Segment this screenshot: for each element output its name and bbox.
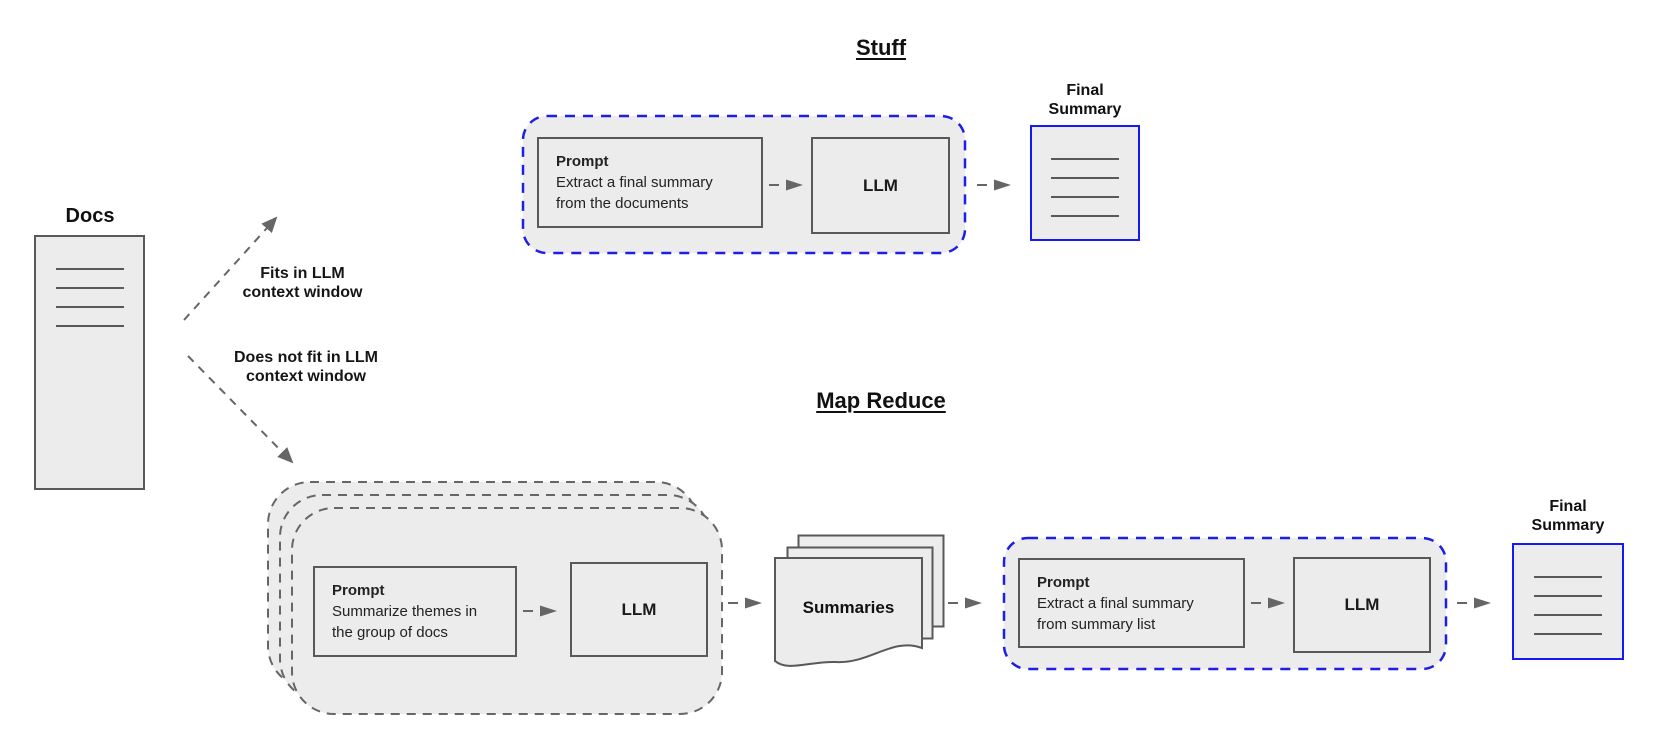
flow-arrow-icon bbox=[523, 605, 557, 617]
reduce-prompt-line2: from summary list bbox=[1037, 615, 1156, 633]
document-line bbox=[1051, 177, 1119, 179]
document-line bbox=[1534, 633, 1602, 635]
map-prompt-line2: the group of docs bbox=[332, 624, 448, 641]
map-llm-box: LLM bbox=[570, 562, 708, 657]
flow-arrow-icon bbox=[728, 597, 762, 609]
summaries-label: Summaries bbox=[775, 558, 922, 658]
flow-arrow-icon bbox=[1251, 597, 1285, 609]
map-llm-label: LLM bbox=[621, 599, 657, 619]
stuff-prompt-heading: Prompt bbox=[556, 153, 609, 170]
branch-arrow-fits-icon bbox=[183, 216, 278, 321]
map-final-summary-label-line2: Summary bbox=[1531, 517, 1605, 534]
summaries-label-text: Summaries bbox=[802, 598, 895, 617]
branch-label-fits-line2: context window bbox=[242, 284, 363, 301]
document-line bbox=[1534, 614, 1602, 616]
branch-label-does-not-fit-line1: Does not fit in LLM bbox=[234, 349, 378, 366]
map-prompt-box: Prompt Summarize themes in the group of … bbox=[313, 566, 517, 657]
document-line bbox=[55, 306, 124, 308]
stuff-prompt-line2: from the documents bbox=[556, 195, 689, 212]
reduce-prompt-line1: Extract a final summary bbox=[1037, 594, 1194, 612]
reduce-prompt-box: Prompt Extract a final summary from summ… bbox=[1018, 558, 1245, 648]
reduce-llm-box: LLM bbox=[1293, 557, 1431, 653]
stuff-title: Stuff bbox=[855, 35, 907, 60]
map-final-summary-label: Final Summary bbox=[1512, 497, 1624, 535]
docs-document bbox=[34, 235, 145, 490]
document-line bbox=[1051, 215, 1119, 217]
map-prompt-line1: Summarize themes in bbox=[332, 603, 478, 620]
flow-arrow-icon bbox=[1457, 597, 1491, 609]
document-line bbox=[55, 287, 124, 289]
branch-label-fits: Fits in LLM context window bbox=[225, 264, 380, 302]
stuff-llm-label: LLM bbox=[863, 175, 898, 195]
reduce-llm-label: LLM bbox=[1344, 595, 1380, 614]
stuff-final-summary-label: Final Summary bbox=[1030, 81, 1140, 119]
document-line bbox=[55, 268, 124, 270]
document-line bbox=[1534, 576, 1602, 578]
document-line bbox=[55, 325, 124, 327]
map-reduce-title: Map Reduce bbox=[816, 388, 946, 413]
stuff-llm-box: LLM bbox=[811, 137, 950, 234]
stuff-final-summary-document bbox=[1030, 125, 1140, 241]
document-line bbox=[1051, 158, 1119, 160]
branch-label-fits-line1: Fits in LLM bbox=[260, 265, 345, 282]
stuff-prompt-line1: Extract a final summary bbox=[556, 174, 713, 191]
stuff-final-summary-label-line1: Final bbox=[1066, 82, 1104, 99]
docs-label: Docs bbox=[65, 205, 115, 227]
map-final-summary-document bbox=[1512, 543, 1624, 660]
map-prompt-heading: Prompt bbox=[332, 582, 385, 599]
map-final-summary-label-line1: Final bbox=[1549, 498, 1587, 515]
document-lines-icon bbox=[55, 268, 124, 327]
stuff-final-summary-label-line2: Summary bbox=[1048, 101, 1122, 118]
stuff-prompt-box: Prompt Extract a final summary from the … bbox=[537, 137, 763, 228]
flow-arrow-icon bbox=[769, 179, 803, 191]
reduce-prompt-heading: Prompt bbox=[1037, 573, 1090, 591]
branch-label-does-not-fit-line2: context window bbox=[246, 368, 366, 385]
flow-arrow-icon bbox=[977, 179, 1011, 191]
document-line bbox=[1051, 196, 1119, 198]
document-line bbox=[1534, 595, 1602, 597]
branch-label-does-not-fit: Does not fit in LLM context window bbox=[216, 348, 396, 386]
branch-arrow-does-not-fit-icon bbox=[187, 355, 294, 464]
summaries-page-front-icon bbox=[774, 557, 923, 667]
document-lines-icon bbox=[1534, 576, 1602, 635]
document-lines-icon bbox=[1051, 158, 1119, 217]
flow-arrow-icon bbox=[948, 597, 982, 609]
